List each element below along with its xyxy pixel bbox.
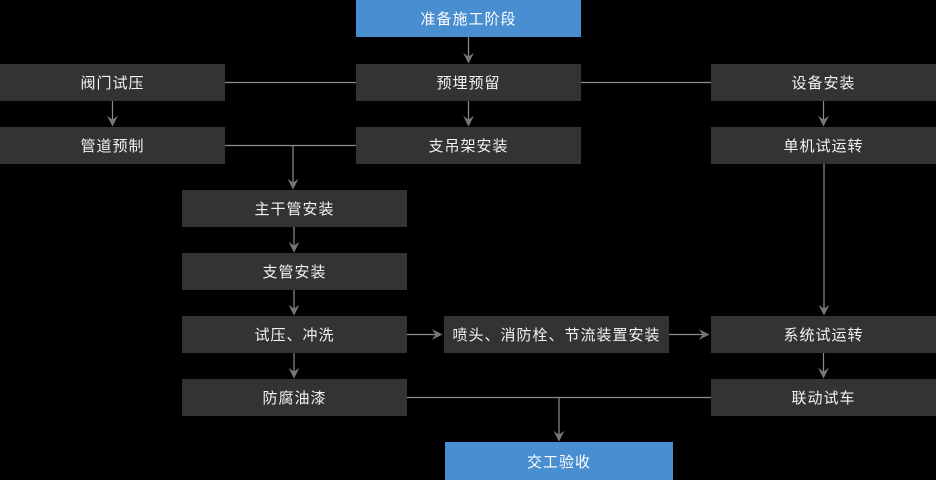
node-valve-pressure-test: 阀门试压	[0, 64, 225, 101]
node-single-machine-test: 单机试运转	[711, 127, 936, 164]
node-main-pipe-install: 主干管安装	[182, 190, 407, 227]
node-anticorrosion-paint: 防腐油漆	[182, 379, 407, 416]
node-completion-acceptance: 交工验收	[445, 442, 673, 480]
node-sprinkler-hydrant-throttle-install: 喷头、消防栓、节流装置安装	[444, 316, 669, 353]
node-prep-stage: 准备施工阶段	[356, 0, 581, 37]
node-pipe-prefabrication: 管道预制	[0, 127, 225, 164]
node-branch-pipe-install: 支管安装	[182, 253, 407, 290]
node-linkage-commissioning: 联动试车	[711, 379, 936, 416]
node-equipment-install: 设备安装	[711, 64, 936, 101]
node-pressure-test-flush: 试压、冲洗	[182, 316, 407, 353]
node-hanger-install: 支吊架安装	[356, 127, 581, 164]
node-system-test-run: 系统试运转	[711, 316, 936, 353]
node-embedded-reservation: 预埋预留	[356, 64, 581, 101]
